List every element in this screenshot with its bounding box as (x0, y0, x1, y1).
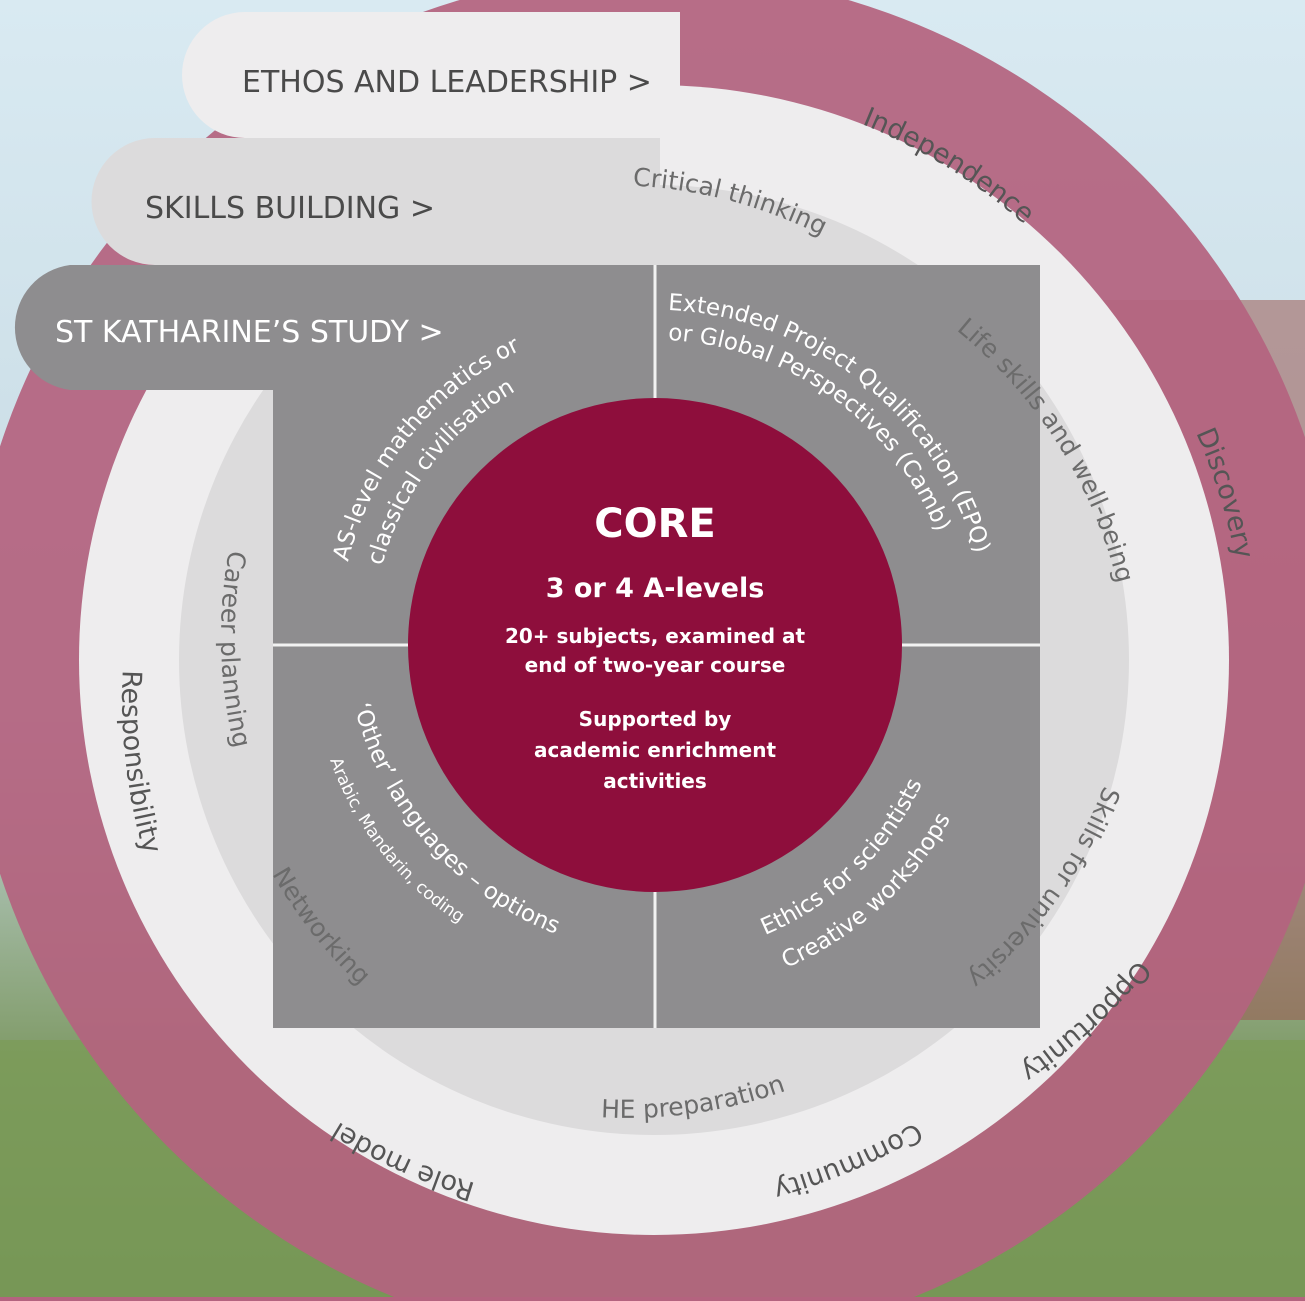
core-line-1: 20+ subjects, examined at (505, 624, 806, 648)
ethos-tab-label[interactable]: ETHOS AND LEADERSHIP > (242, 65, 652, 100)
core-line-2: end of two-year course (525, 653, 786, 677)
skills-tab (91, 138, 660, 265)
ethos-tab (182, 12, 680, 138)
core-line-4: academic enrichment (534, 738, 777, 762)
study-tab (14, 265, 656, 390)
study-tab-label[interactable]: ST KATHARINE’S STUDY > (55, 315, 444, 350)
core-subtitle: 3 or 4 A-levels (546, 573, 765, 604)
core-circle (408, 398, 902, 892)
core-line-5: activities (603, 769, 707, 793)
core-line-3: Supported by (579, 707, 732, 731)
skills-tab-label[interactable]: SKILLS BUILDING > (145, 191, 435, 226)
core-title: CORE (594, 501, 715, 547)
